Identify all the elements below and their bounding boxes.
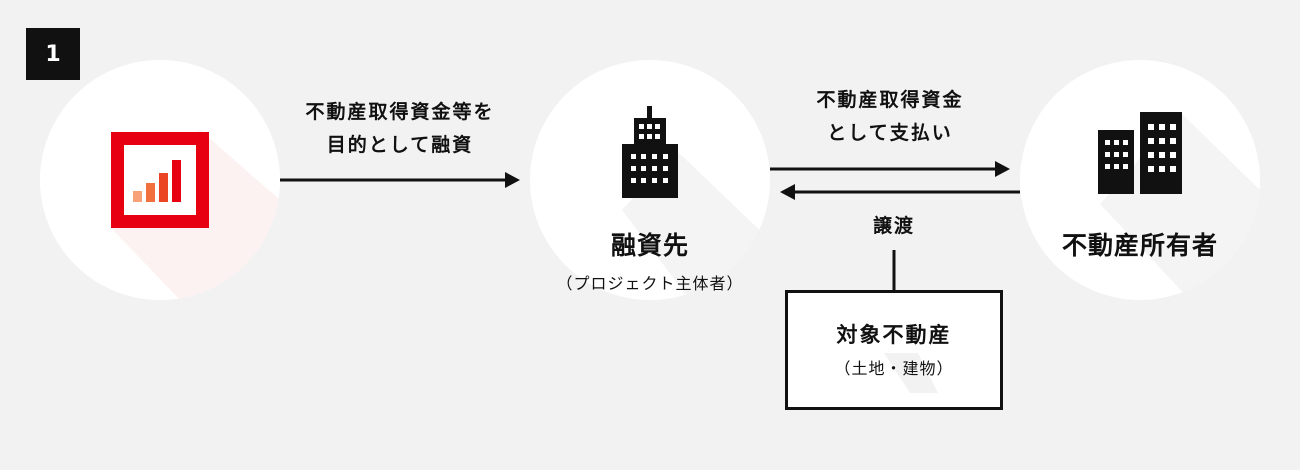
logo-bar-1	[133, 191, 142, 202]
logo-bar-3	[159, 173, 168, 202]
borrower-node: 融資先	[530, 60, 770, 300]
office-tower-icon	[622, 106, 678, 198]
twin-buildings-icon	[1098, 112, 1182, 194]
transfer-arrow	[780, 184, 1020, 200]
borrower-sub-label: （プロジェクト主体者）	[556, 274, 744, 293]
step-badge: 1	[26, 28, 80, 80]
lender-node	[40, 60, 280, 300]
target-property-title: 対象不動産	[836, 323, 952, 347]
logo-bar-4	[172, 160, 181, 202]
payment-label-line1: 不動産取得資金	[816, 89, 964, 111]
logo-bar-2	[146, 183, 155, 202]
borrower-label: 融資先	[610, 231, 689, 260]
loan-label-line2: 目的として融資	[326, 134, 474, 156]
target-property-box: 対象不動産 （土地・建物）	[785, 290, 1003, 410]
owner-node: 不動産所有者	[1020, 60, 1260, 300]
ranking-bars-logo-icon	[111, 132, 209, 228]
payment-arrow	[770, 161, 1010, 177]
payment-label: 不動産取得資金 として支払い	[770, 84, 1010, 150]
loan-arrow	[280, 172, 520, 188]
transfer-label: 譲渡	[872, 215, 915, 237]
loan-label-line1: 不動産取得資金等を	[305, 101, 495, 123]
payment-label-line2: として支払い	[827, 122, 953, 144]
owner-label: 不動産所有者	[1061, 231, 1218, 260]
target-property-sub: （土地・建物）	[834, 359, 954, 378]
loan-label: 不動産取得資金等を 目的として融資	[280, 96, 520, 162]
long-shadow	[884, 353, 938, 393]
